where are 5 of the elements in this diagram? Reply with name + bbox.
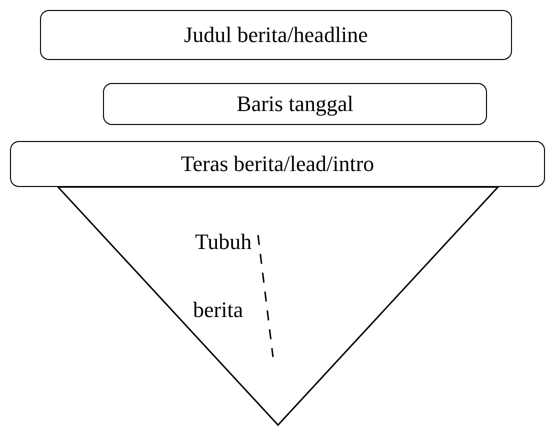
triangle-label: berita <box>193 297 244 323</box>
text-box: Teras berita/lead/intro <box>10 141 545 187</box>
triangle-label: Tubuh <box>195 229 252 255</box>
text-box: Judul berita/headline <box>40 10 512 60</box>
text-box: Baris tanggal <box>103 83 487 125</box>
